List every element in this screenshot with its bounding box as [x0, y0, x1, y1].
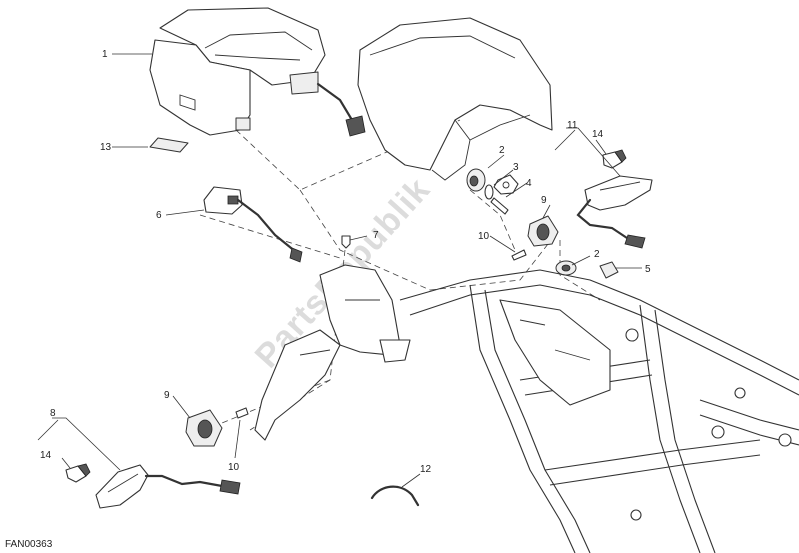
callout-13: 13	[100, 142, 112, 153]
left-turn-indicator[interactable]	[95, 464, 241, 509]
callout-2-lower: 2	[594, 249, 600, 260]
callout-10-lower: 10	[228, 462, 240, 473]
rear-subframe[interactable]	[399, 269, 799, 553]
rear-tail-cover[interactable]	[357, 17, 553, 181]
callout-3: 3	[513, 162, 519, 173]
screw-upper[interactable]	[490, 197, 509, 215]
grommet-pair[interactable]	[555, 260, 619, 279]
callout-1: 1	[102, 49, 108, 60]
callout-labels: 1 13 6 2 3 4 7 9 10 2 5 11 14 9 10 12 8 …	[40, 49, 651, 475]
callout-5: 5	[645, 264, 651, 275]
callout-7: 7	[373, 230, 379, 241]
callout-8: 8	[50, 408, 56, 419]
screw-right[interactable]	[511, 249, 527, 261]
callout-14-left: 14	[40, 450, 52, 461]
bulb-left[interactable]	[65, 463, 91, 483]
grommet-upper[interactable]	[466, 168, 486, 192]
grommet-right[interactable]	[527, 215, 559, 247]
callout-11: 11	[567, 120, 578, 131]
grommet-left[interactable]	[185, 409, 223, 447]
callout-14-right: 14	[592, 129, 604, 140]
nut-symbol[interactable]	[493, 174, 519, 195]
callout-6: 6	[156, 210, 162, 221]
bulb-right[interactable]	[602, 149, 627, 169]
gasket-strip[interactable]	[149, 137, 189, 153]
tail-light-housing[interactable]	[149, 7, 366, 137]
callout-9-upper: 9	[541, 195, 547, 206]
assembly-dash-lines	[199, 119, 601, 431]
screw-bracket[interactable]	[341, 235, 351, 249]
license-light[interactable]	[203, 186, 303, 263]
leader-lines	[37, 53, 642, 488]
callout-2-upper: 2	[499, 145, 505, 156]
screw-left[interactable]	[235, 407, 249, 419]
drawing-code: FAN00363	[5, 539, 53, 550]
callout-10-upper: 10	[478, 231, 490, 242]
callout-9-lower: 9	[164, 390, 170, 401]
callout-4: 4	[526, 178, 532, 189]
callout-12: 12	[420, 464, 432, 475]
right-turn-indicator[interactable]	[576, 175, 653, 249]
license-plate-bracket[interactable]	[254, 264, 411, 441]
washer-upper[interactable]	[484, 184, 494, 200]
cable-clip[interactable]	[370, 485, 420, 507]
